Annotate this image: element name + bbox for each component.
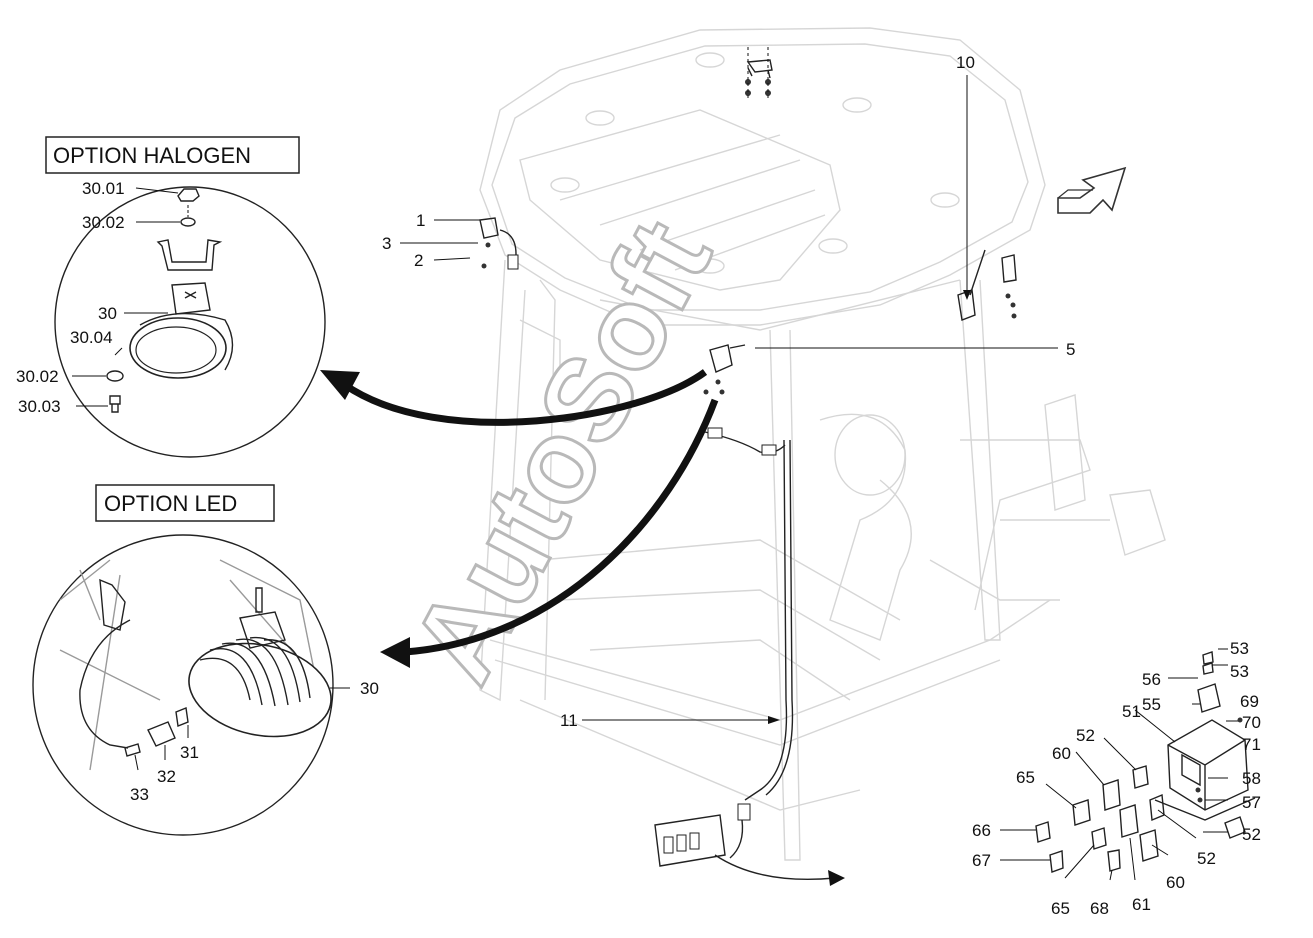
part-label: 30.04	[70, 328, 113, 347]
part-label: 52	[1076, 726, 1095, 745]
halogen-title-box: OPTION HALOGEN	[45, 136, 300, 174]
part-label: 3	[382, 234, 391, 253]
halogen-detail-view	[54, 186, 326, 458]
part-label: 52	[1197, 849, 1216, 868]
part-label: 53	[1230, 639, 1249, 658]
led-title-box: OPTION LED	[95, 484, 275, 522]
part-label: 71	[1242, 735, 1261, 754]
led-pointer-arrow	[380, 398, 719, 668]
switch-panel-exploded	[1000, 648, 1256, 881]
halogen-pointer-arrow	[320, 369, 708, 426]
part-label: 65	[1051, 899, 1070, 918]
part-label: 5	[1066, 340, 1075, 359]
switch-box	[654, 814, 845, 886]
part-label: 31	[180, 743, 199, 762]
lamp-bracket-right	[957, 249, 1017, 321]
part-label: 11	[560, 711, 578, 730]
part-label: 1	[416, 211, 425, 230]
part-label: 30	[98, 304, 117, 323]
led-title: OPTION LED	[104, 491, 237, 516]
cab-frame-drawing	[479, 27, 1166, 861]
led-detail-view	[32, 534, 350, 836]
part-label: 32	[157, 767, 176, 786]
part-label: 68	[1090, 899, 1109, 918]
part-label: 60	[1052, 744, 1071, 763]
part-label: 52	[1242, 825, 1261, 844]
part-label: 57	[1242, 793, 1261, 812]
lamp-bracket-centre	[703, 344, 746, 395]
part-label: 30.01	[82, 179, 125, 198]
wiring-harness	[704, 427, 794, 859]
part-label: 30	[360, 679, 379, 698]
part-label: 2	[414, 251, 423, 270]
part-label: 51	[1122, 702, 1141, 721]
halogen-title: OPTION HALOGEN	[53, 143, 251, 168]
part-label: 33	[130, 785, 149, 804]
cab-leader-lines	[400, 75, 1058, 724]
part-label: 66	[972, 821, 991, 840]
lamp-bracket-left	[479, 217, 519, 270]
part-label: 30.02	[82, 213, 125, 232]
lamp-bracket-top	[745, 47, 773, 100]
part-label: 30.03	[18, 397, 61, 416]
part-label: 67	[972, 851, 991, 870]
part-label: 30.02	[16, 367, 59, 386]
direction-arrow-icon	[1057, 166, 1127, 214]
part-label: 61	[1132, 895, 1151, 914]
part-label: 53	[1230, 662, 1249, 681]
part-label: 65	[1016, 768, 1035, 787]
part-label: 10	[956, 53, 975, 72]
part-labels: 1 3 2 5 10 11 30.01 30.02 30 30.04 30.02…	[16, 53, 1261, 918]
part-label: 69	[1240, 692, 1259, 711]
part-label: 58	[1242, 769, 1261, 788]
part-label: 56	[1142, 670, 1161, 689]
part-label: 55	[1142, 695, 1161, 714]
part-label: 60	[1166, 873, 1185, 892]
part-label: 70	[1242, 713, 1261, 732]
